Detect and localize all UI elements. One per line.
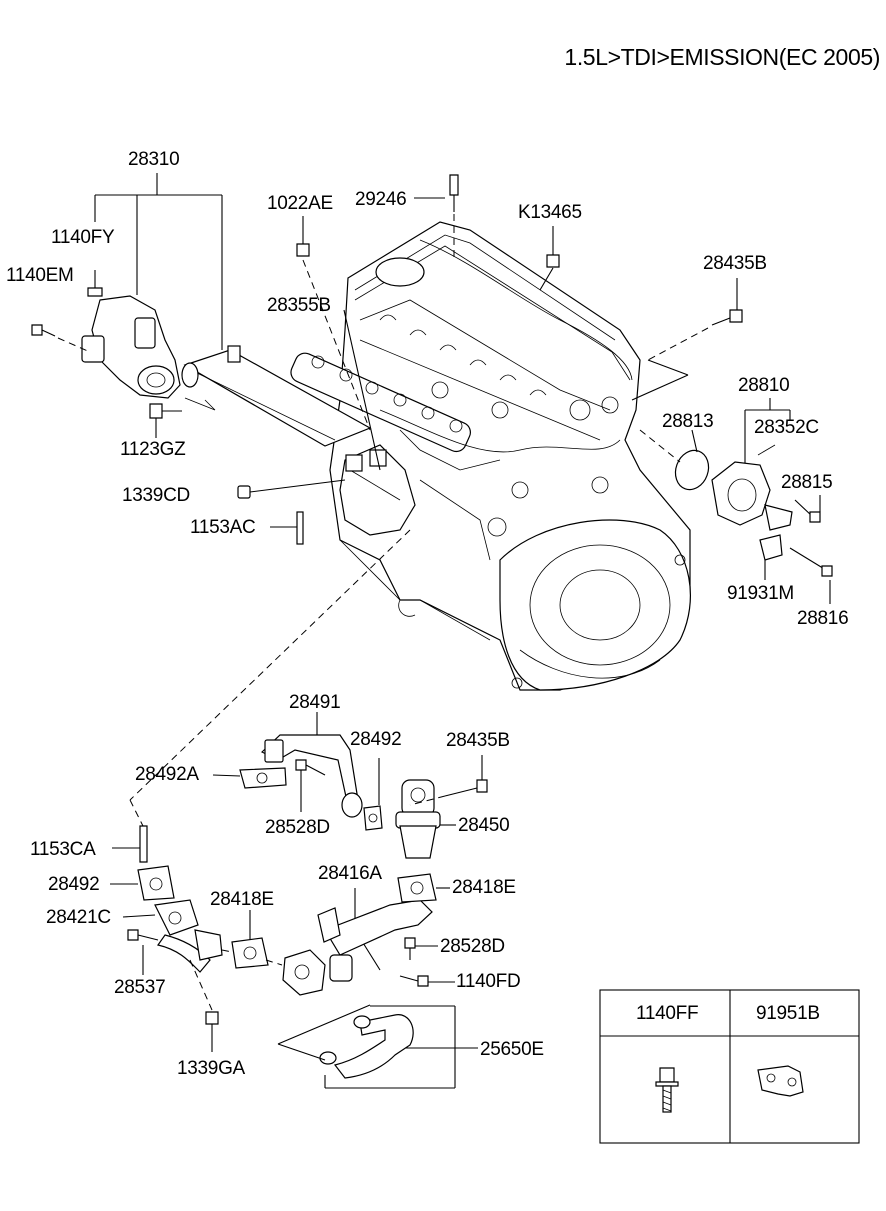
label-1339CD: 1339CD <box>122 485 190 506</box>
legend-header-91951B: 91951B <box>756 1003 820 1024</box>
label-28492A: 28492A <box>135 764 199 785</box>
egr-pipe-flange <box>129 444 416 801</box>
label-28418E-right: 28418E <box>452 877 516 898</box>
label-91931M: 91931M <box>727 583 794 604</box>
egr-assembly-28310 <box>31 173 372 447</box>
label-28815: 28815 <box>781 472 833 493</box>
label-1339GA: 1339GA <box>177 1058 245 1079</box>
label-28492-left: 28492 <box>48 874 100 895</box>
label-1153CA: 1153CA <box>30 839 96 860</box>
label-28537: 28537 <box>114 977 166 998</box>
bolt-1123GZ-icon <box>149 403 182 438</box>
sensor-K13465-icon <box>539 226 560 291</box>
label-28528D-bottom: 28528D <box>440 936 505 957</box>
label-25650E: 25650E <box>480 1039 544 1060</box>
egr-lower-parts <box>110 799 283 1052</box>
label-29246: 29246 <box>355 189 407 210</box>
label-28450: 28450 <box>458 815 510 836</box>
label-1140EM: 1140EM <box>6 265 74 286</box>
label-28492-top: 28492 <box>350 729 402 750</box>
label-28528D-top: 28528D <box>265 817 330 838</box>
bolt-28435B-top-icon <box>631 278 743 401</box>
label-1153AC: 1153AC <box>190 517 256 538</box>
label-1140FD: 1140FD <box>456 971 521 992</box>
label-28421C: 28421C <box>46 907 111 928</box>
plug-29246-icon <box>414 174 459 258</box>
engine-block <box>290 221 691 691</box>
bolt-1140FY-icon <box>87 270 103 297</box>
bolt-1140FF-icon <box>655 1067 679 1113</box>
label-28352C: 28352C <box>754 417 819 438</box>
egr-valve-28450 <box>395 755 488 859</box>
label-1022AE: 1022AE <box>267 193 333 214</box>
egr-pipe-28491 <box>212 712 383 831</box>
label-K13465: K13465 <box>518 202 582 223</box>
label-28416A: 28416A <box>318 863 382 884</box>
legend-table <box>599 989 860 1144</box>
egr-pipe-28416A <box>282 873 455 996</box>
label-28813: 28813 <box>662 411 714 432</box>
diagram-title: 1.5L>TDI>EMISSION(EC 2005) <box>564 44 880 70</box>
label-28418E-left: 28418E <box>210 889 274 910</box>
label-28310: 28310 <box>128 149 180 170</box>
label-28435B-top: 28435B <box>703 253 767 274</box>
vacuum-pump-28810 <box>639 398 833 604</box>
bracket-91951B-icon <box>757 1065 804 1097</box>
label-28810: 28810 <box>738 375 790 396</box>
hose-25650E <box>277 1004 478 1089</box>
label-28355B: 28355B <box>267 295 331 316</box>
label-1123GZ: 1123GZ <box>120 439 186 460</box>
nut-1022AE-icon <box>296 216 371 431</box>
label-28491: 28491 <box>289 692 341 713</box>
legend-header-1140FF: 1140FF <box>636 1003 699 1024</box>
label-28816: 28816 <box>797 608 849 629</box>
label-1140FY: 1140FY <box>51 227 115 248</box>
label-28435B-bottom: 28435B <box>446 730 510 751</box>
bolt-1140EM-icon <box>31 324 91 353</box>
